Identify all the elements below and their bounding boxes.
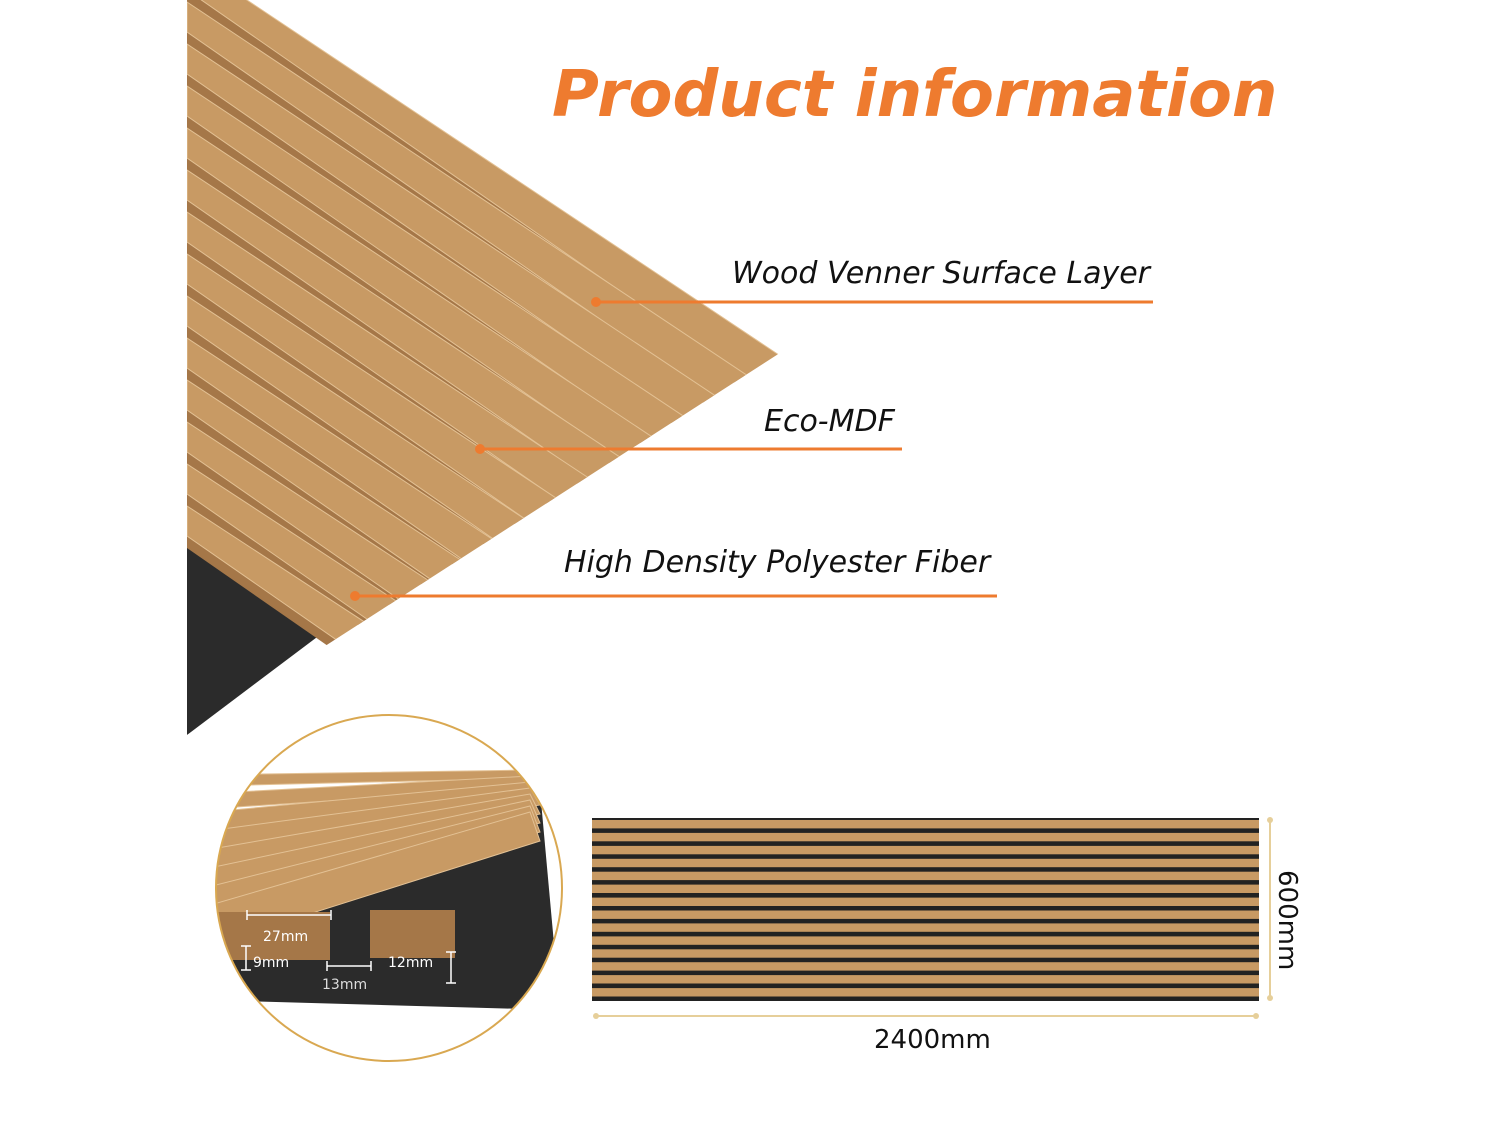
panel-stripe bbox=[592, 962, 1259, 971]
detail-dimension-marks bbox=[241, 910, 456, 984]
detail-circle bbox=[215, 714, 563, 1062]
panel-width-label: 600mm bbox=[1272, 870, 1302, 971]
panel-stripe bbox=[592, 923, 1259, 932]
gap-label: 13mm bbox=[322, 977, 368, 993]
layer-label-fiber: High Density Polyester Fiber bbox=[564, 545, 991, 580]
flat-panel bbox=[592, 817, 1273, 1019]
page-title: Product information bbox=[552, 58, 1278, 132]
panel-stripe bbox=[592, 897, 1259, 906]
panel-stripes bbox=[592, 820, 1259, 997]
panel-stripe bbox=[592, 858, 1259, 868]
leader-dot-mdf bbox=[475, 444, 485, 454]
slat-top bbox=[187, 0, 800, 424]
panel-stripe bbox=[592, 871, 1259, 881]
leader-dot-surface bbox=[591, 297, 601, 307]
panel-stripe bbox=[592, 884, 1259, 893]
slat-width-label: 27mm bbox=[263, 929, 309, 945]
panel-stripe bbox=[592, 936, 1259, 945]
layer-label-mdf: Eco-MDF bbox=[764, 404, 895, 439]
detail-slat-end bbox=[216, 912, 330, 960]
panel-stripe bbox=[592, 832, 1259, 842]
panel-stripe bbox=[592, 910, 1259, 919]
detail-slat-end bbox=[370, 910, 455, 958]
layer-label-surface: Wood Venner Surface Layer bbox=[732, 256, 1150, 291]
base-thickness-label: 9mm bbox=[253, 955, 290, 971]
panel-stripe bbox=[592, 820, 1259, 829]
panel-stripe bbox=[592, 988, 1259, 997]
leader-dot-fiber bbox=[350, 591, 360, 601]
panel-stripe bbox=[592, 975, 1259, 984]
panel-stripe bbox=[592, 845, 1259, 855]
leader-lines bbox=[350, 297, 1153, 601]
panel-stripe bbox=[592, 949, 1259, 958]
slat-height-label: 12mm bbox=[388, 955, 434, 971]
panel-length-label: 2400mm bbox=[874, 1025, 991, 1055]
